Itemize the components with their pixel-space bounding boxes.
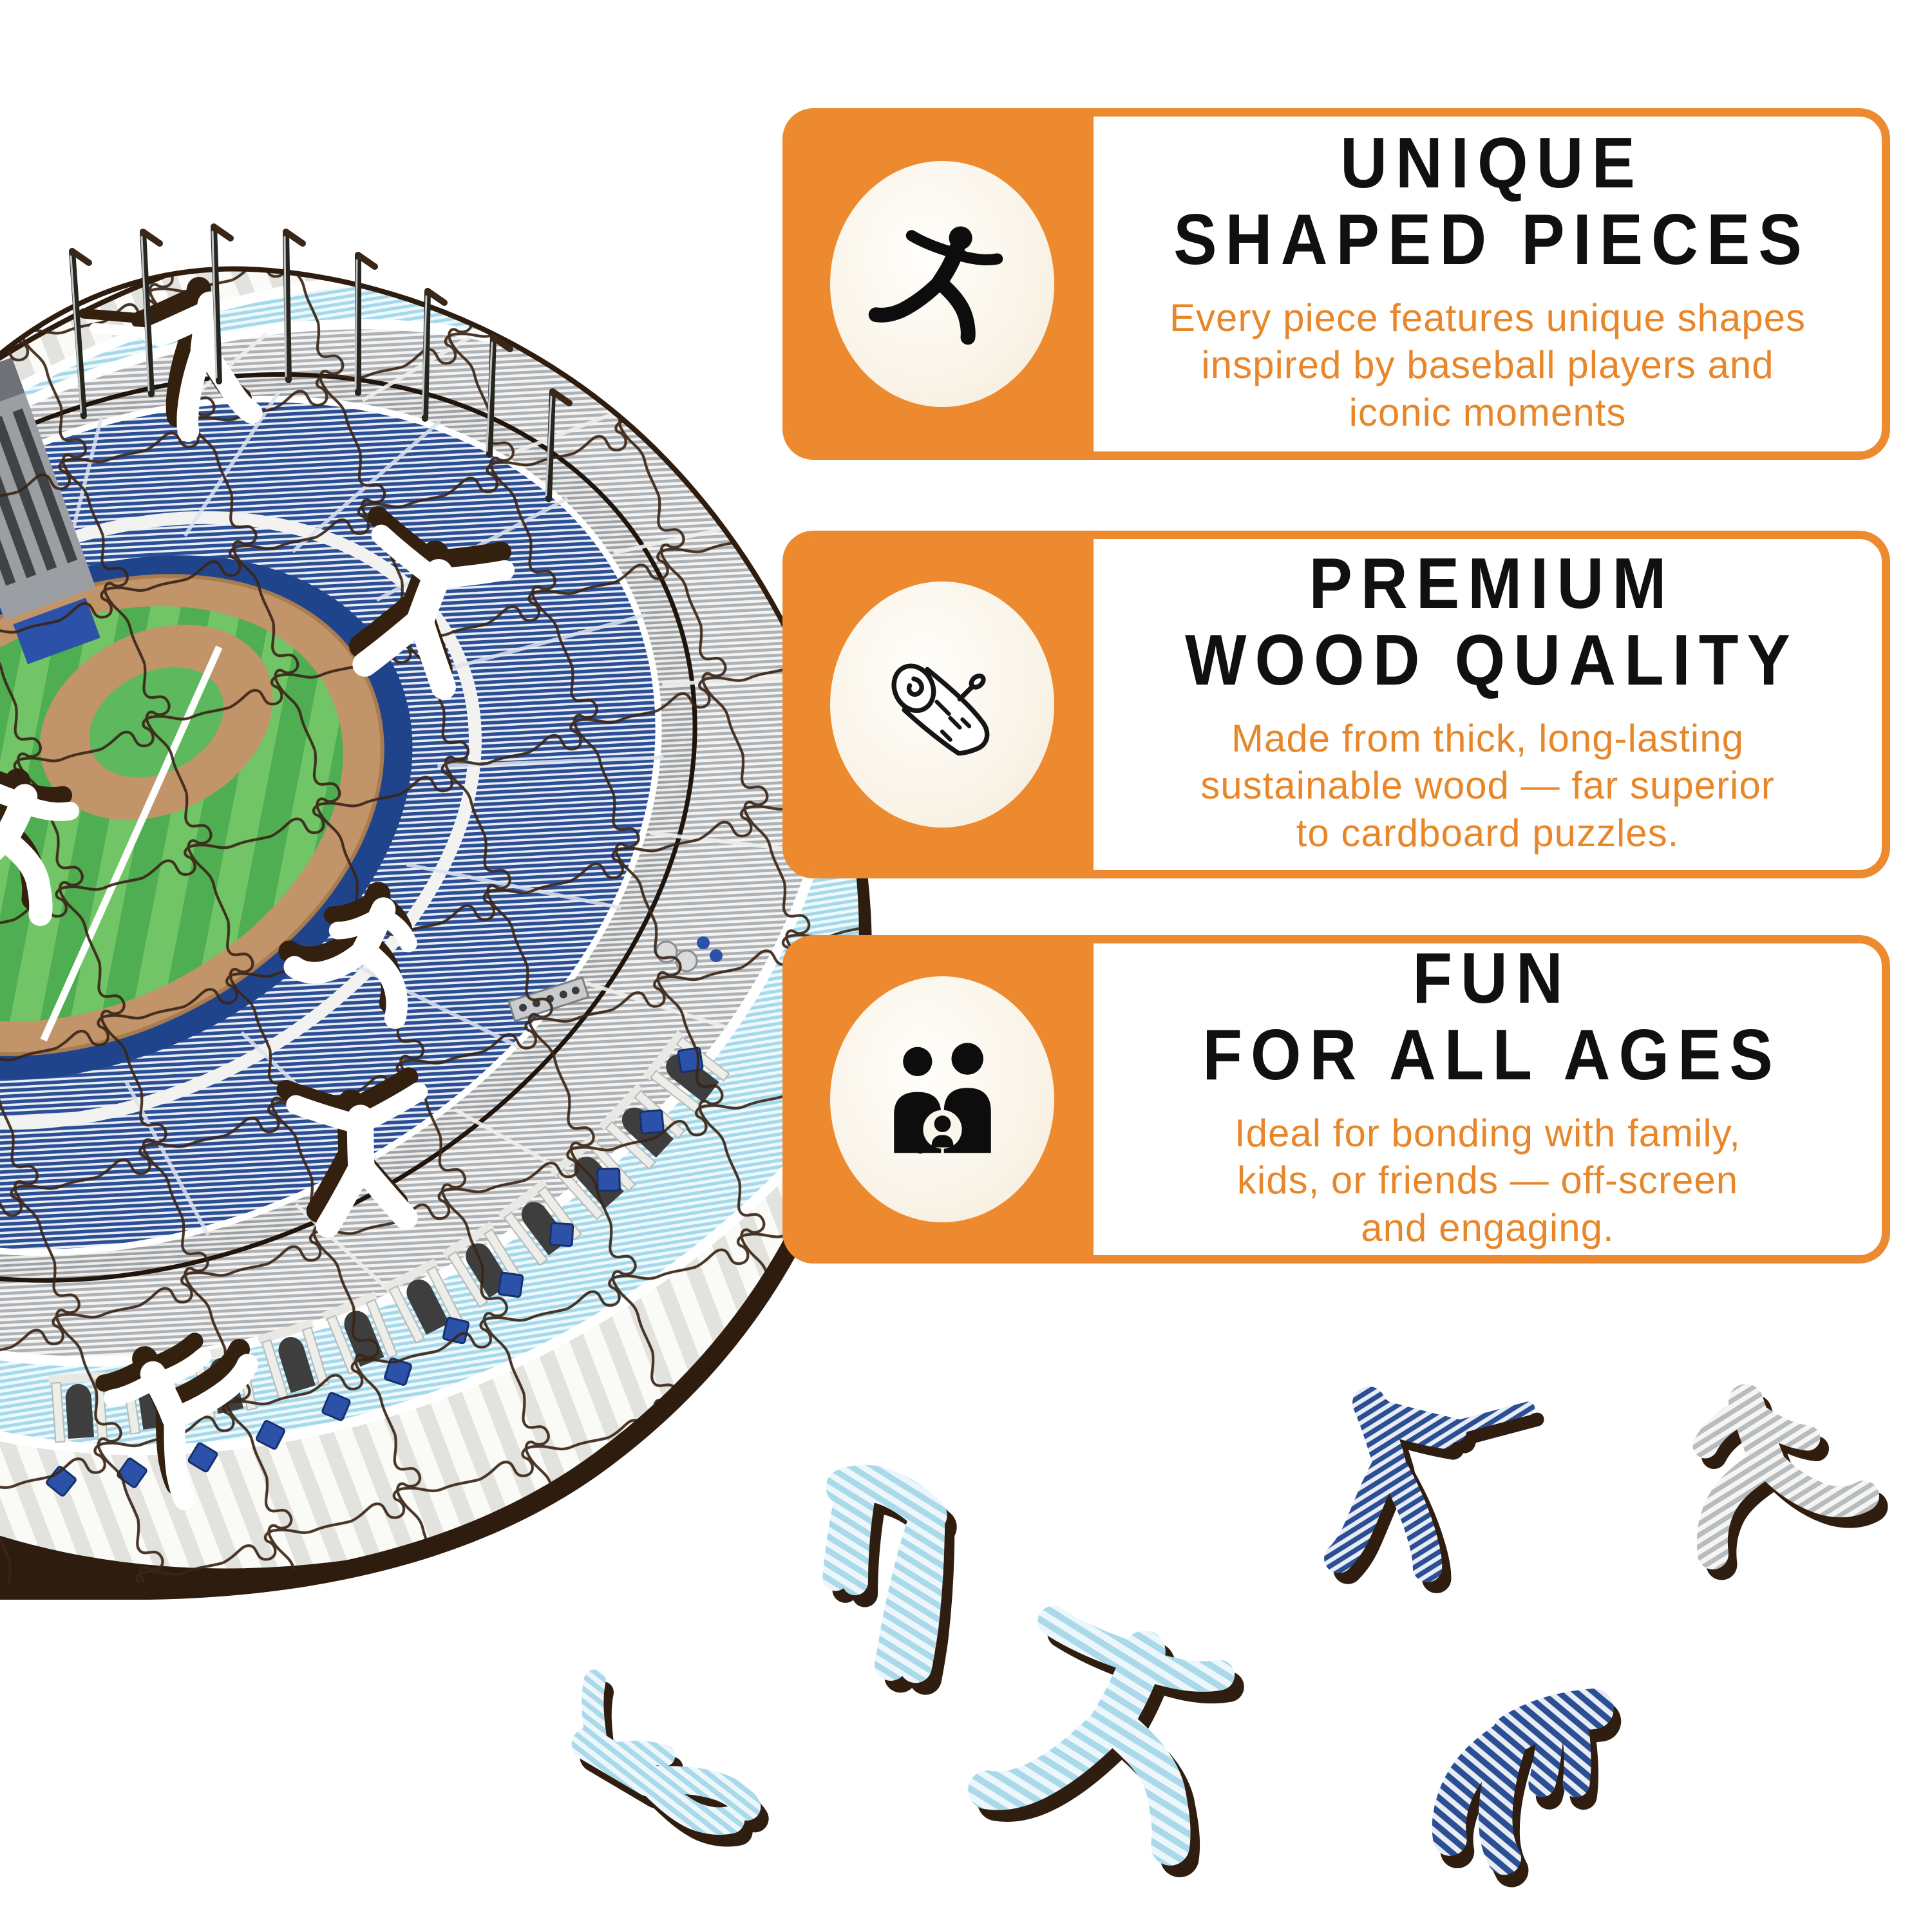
card-text: PREMIUM WOOD QUALITY Made from thick, lo… <box>1094 539 1882 870</box>
facade-arches <box>48 1030 730 1443</box>
scoreboard-structure <box>0 357 100 665</box>
infield-grass <box>89 667 224 778</box>
infield-dirt <box>39 625 273 820</box>
card-body: Made from thick, long-lasting sustainabl… <box>1200 717 1775 855</box>
wood-log-icon <box>891 663 990 756</box>
family-icon <box>893 1042 991 1153</box>
stadium-walkway-ring <box>0 511 482 1130</box>
icon-circle <box>830 976 1054 1222</box>
sliding-player-piece <box>547 1677 768 1836</box>
baseball-pitcher-icon <box>868 226 1003 345</box>
card-text: FUN FOR ALL AGES Ideal for bonding with … <box>1094 939 1882 1255</box>
bending-fielder-piece <box>801 1474 938 1679</box>
feature-card-premium-wood-quality: PREMIUM WOOD QUALITY Made from thick, lo… <box>782 531 1890 878</box>
runner-hole <box>283 857 416 1019</box>
spread-player-hole <box>341 507 512 695</box>
spread-player-hole-2 <box>285 1062 435 1232</box>
feature-card-fun-for-all-ages: FUN FOR ALL AGES Ideal for bonding with … <box>782 935 1890 1264</box>
card-title: FUN FOR ALL AGES <box>1202 939 1781 1095</box>
foul-line <box>40 645 223 1042</box>
batting-player-piece <box>1339 1364 1537 1579</box>
rooftop-equipment <box>507 936 723 1023</box>
stadium-rim-band <box>0 372 697 1283</box>
card-body: Every piece features unique shapes inspi… <box>1170 296 1806 434</box>
puzzle-cut-lines <box>0 269 862 1586</box>
card-title: UNIQUE SHAPED PIECES <box>1173 124 1810 280</box>
kicking-player-hole <box>100 1323 256 1504</box>
feature-card-unique-shaped-pieces: UNIQUE SHAPED PIECES Every piece feature… <box>782 108 1890 460</box>
card-icon-tab <box>791 943 1094 1255</box>
crouching-player-piece <box>1443 1653 1643 1885</box>
edge-player-hole <box>0 750 70 914</box>
field-grass <box>0 606 343 1022</box>
warning-track <box>0 574 384 1056</box>
icon-circle <box>830 582 1054 828</box>
pitching-player-piece <box>987 1600 1229 1858</box>
running-player-piece <box>1705 1360 1873 1565</box>
card-icon-tab <box>791 117 1094 451</box>
stadium-seating-bowl <box>0 395 662 1256</box>
batter-hole <box>78 255 252 445</box>
loose-puzzle-pieces <box>547 1360 1872 1885</box>
card-text: UNIQUE SHAPED PIECES Every piece feature… <box>1094 117 1882 451</box>
outfield-wall <box>0 555 413 1080</box>
icon-circle <box>830 161 1054 407</box>
missing-piece-holes <box>0 255 512 1504</box>
light-masts <box>69 223 573 502</box>
facade-banners <box>46 1046 704 1497</box>
seating-aisles <box>65 392 664 1236</box>
stadium-outline <box>0 266 864 1588</box>
card-body: Ideal for bonding with family, kids, or … <box>1235 1112 1741 1249</box>
card-title: PREMIUM WOOD QUALITY <box>1185 544 1799 701</box>
card-icon-tab <box>791 539 1094 870</box>
stadium-shadow <box>0 283 872 1600</box>
